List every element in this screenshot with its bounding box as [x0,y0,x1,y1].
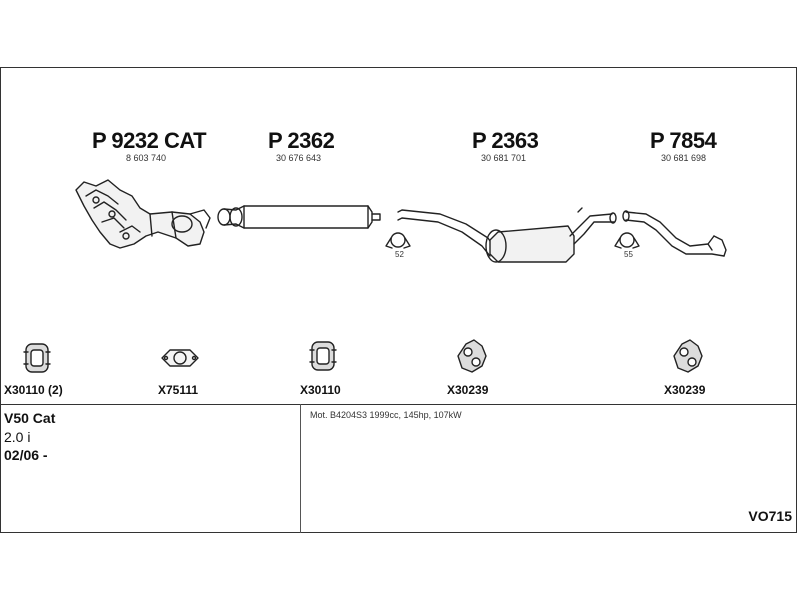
part-code-p2362: P 2362 [268,128,335,153]
accessory-code-2: X75111 [158,383,199,397]
part-code-p9232: P 9232 CAT [92,128,207,153]
part-number-p2363: 30 681 701 [481,153,527,163]
clamp-label-52: 52 [395,250,404,259]
rubber-mount-icon [457,339,487,373]
vehicle-model: V50 Cat [4,410,56,426]
diagram-frame [0,67,797,533]
part-number-p7854: 30 681 698 [661,153,707,163]
part-code-p7854: P 7854 [650,128,717,153]
gasket-icon [161,349,199,367]
vehicle-date: 02/06 - [4,447,48,463]
tailpipe-drawing [622,210,727,257]
accessory-code-1: X30110 (2) [4,383,63,397]
rubber-hanger-icon-2 [309,341,337,371]
accessory-code-4: X30239 [447,383,489,397]
clamp-52-icon [385,232,411,249]
part-number-p9232: 8 603 740 [126,153,167,163]
reference-code: VO715 [748,508,792,524]
manifold-catalyst-drawing [75,179,211,249]
clamp-55-icon [614,232,640,249]
vehicle-engine-size: 2.0 i [4,429,31,445]
accessory-code-5: X30239 [664,383,706,397]
part-number-p2362: 30 676 643 [276,153,322,163]
engine-description: Mot. B4204S3 1999cc, 145hp, 107kW [310,410,462,420]
clamp-label-55: 55 [624,250,633,259]
centre-silencer-drawing [397,207,617,263]
front-silencer-drawing [217,205,381,229]
part-code-p2363: P 2363 [472,128,539,153]
info-divider [0,404,797,405]
rubber-hanger-icon [23,343,51,373]
accessory-code-3: X30110 [300,383,341,397]
rubber-mount-icon-2 [673,339,703,373]
info-column-divider [300,404,301,533]
